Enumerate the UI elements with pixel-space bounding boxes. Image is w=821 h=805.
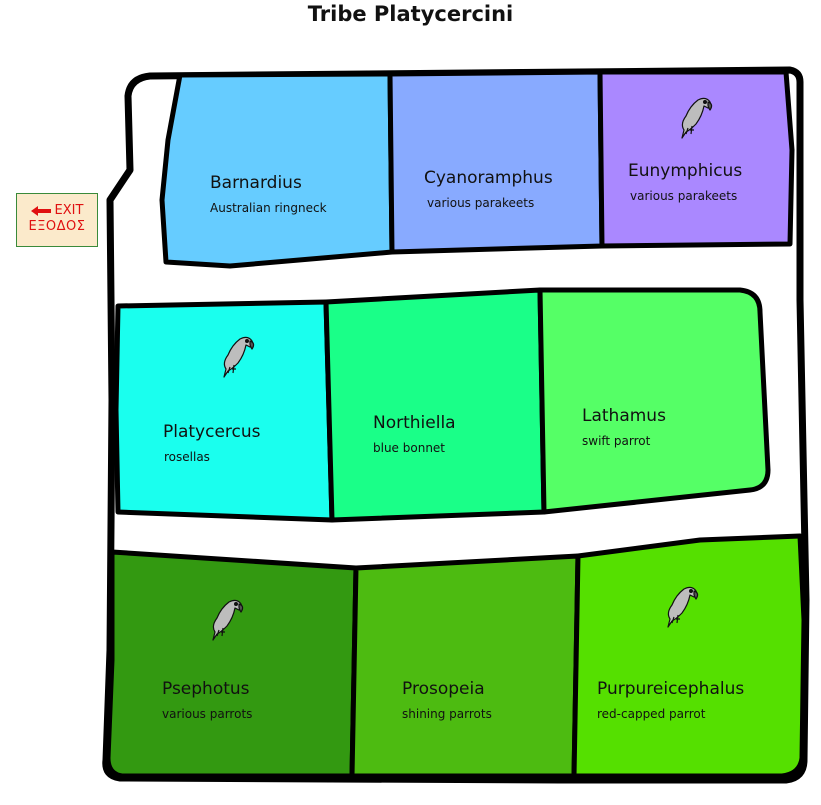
parrot-icon[interactable] (205, 596, 245, 642)
room-lathamus[interactable] (537, 287, 771, 515)
common-name: Australian ringneck (210, 201, 327, 215)
common-name: various parrots (162, 707, 253, 721)
genus-name: Cyanoramphus (424, 168, 553, 188)
parrot-icon[interactable] (216, 333, 256, 379)
exit-button[interactable]: EXIT ΕΞΟΔΟΣ (16, 193, 98, 247)
parrot-icon[interactable] (674, 94, 714, 140)
room-label-platycercus: Platycercus rosellas (163, 422, 261, 464)
room-prosopeia[interactable] (349, 553, 581, 779)
room-eunymphicus[interactable] (597, 69, 795, 249)
genus-name: Prosopeia (402, 679, 485, 699)
genus-name: Purpureicephalus (597, 679, 745, 699)
room-psephotus[interactable] (105, 549, 359, 779)
room-purpureicephalus[interactable] (571, 533, 807, 779)
room-cyanoramphus[interactable] (387, 69, 605, 255)
genus-name: Northiella (373, 413, 456, 433)
common-name: shining parrots (402, 707, 492, 721)
genus-name: Barnardius (210, 173, 302, 193)
common-name: rosellas (164, 450, 210, 464)
room-label-lathamus: Lathamus swift parrot (582, 406, 666, 448)
genus-name: Platycercus (163, 422, 261, 442)
room-label-eunymphicus: Eunymphicus various parakeets (628, 161, 742, 203)
room-label-prosopeia: Prosopeia shining parrots (402, 679, 492, 721)
genus-name: Eunymphicus (628, 161, 743, 181)
genus-name: Lathamus (582, 406, 666, 426)
exit-label: EXIT (54, 203, 84, 218)
page-title: Tribe Platycercini (307, 2, 514, 26)
room-label-northiella: Northiella blue bonnet (373, 413, 456, 455)
room-label-purpureicephalus: Purpureicephalus red-capped parrot (597, 679, 744, 721)
common-name: various parakeets (427, 196, 535, 210)
common-name: red-capped parrot (597, 707, 706, 721)
common-name: blue bonnet (373, 441, 446, 455)
left-arrow-icon (30, 205, 51, 216)
room-northiella[interactable] (323, 287, 547, 523)
room-label-psephotus: Psephotus various parrots (162, 679, 252, 721)
genus-name: Psephotus (162, 679, 250, 699)
room-label-cyanoramphus: Cyanoramphus various parakeets (424, 168, 553, 210)
room-barnardius[interactable] (159, 71, 395, 269)
room-label-barnardius: Barnardius Australian ringneck (210, 173, 327, 215)
room-platycercus[interactable] (113, 299, 335, 523)
common-name: various parakeets (630, 189, 738, 203)
parrot-icon[interactable] (660, 583, 700, 629)
common-name: swift parrot (582, 434, 651, 448)
exit-label-greek: ΕΞΟΔΟΣ (28, 219, 86, 234)
